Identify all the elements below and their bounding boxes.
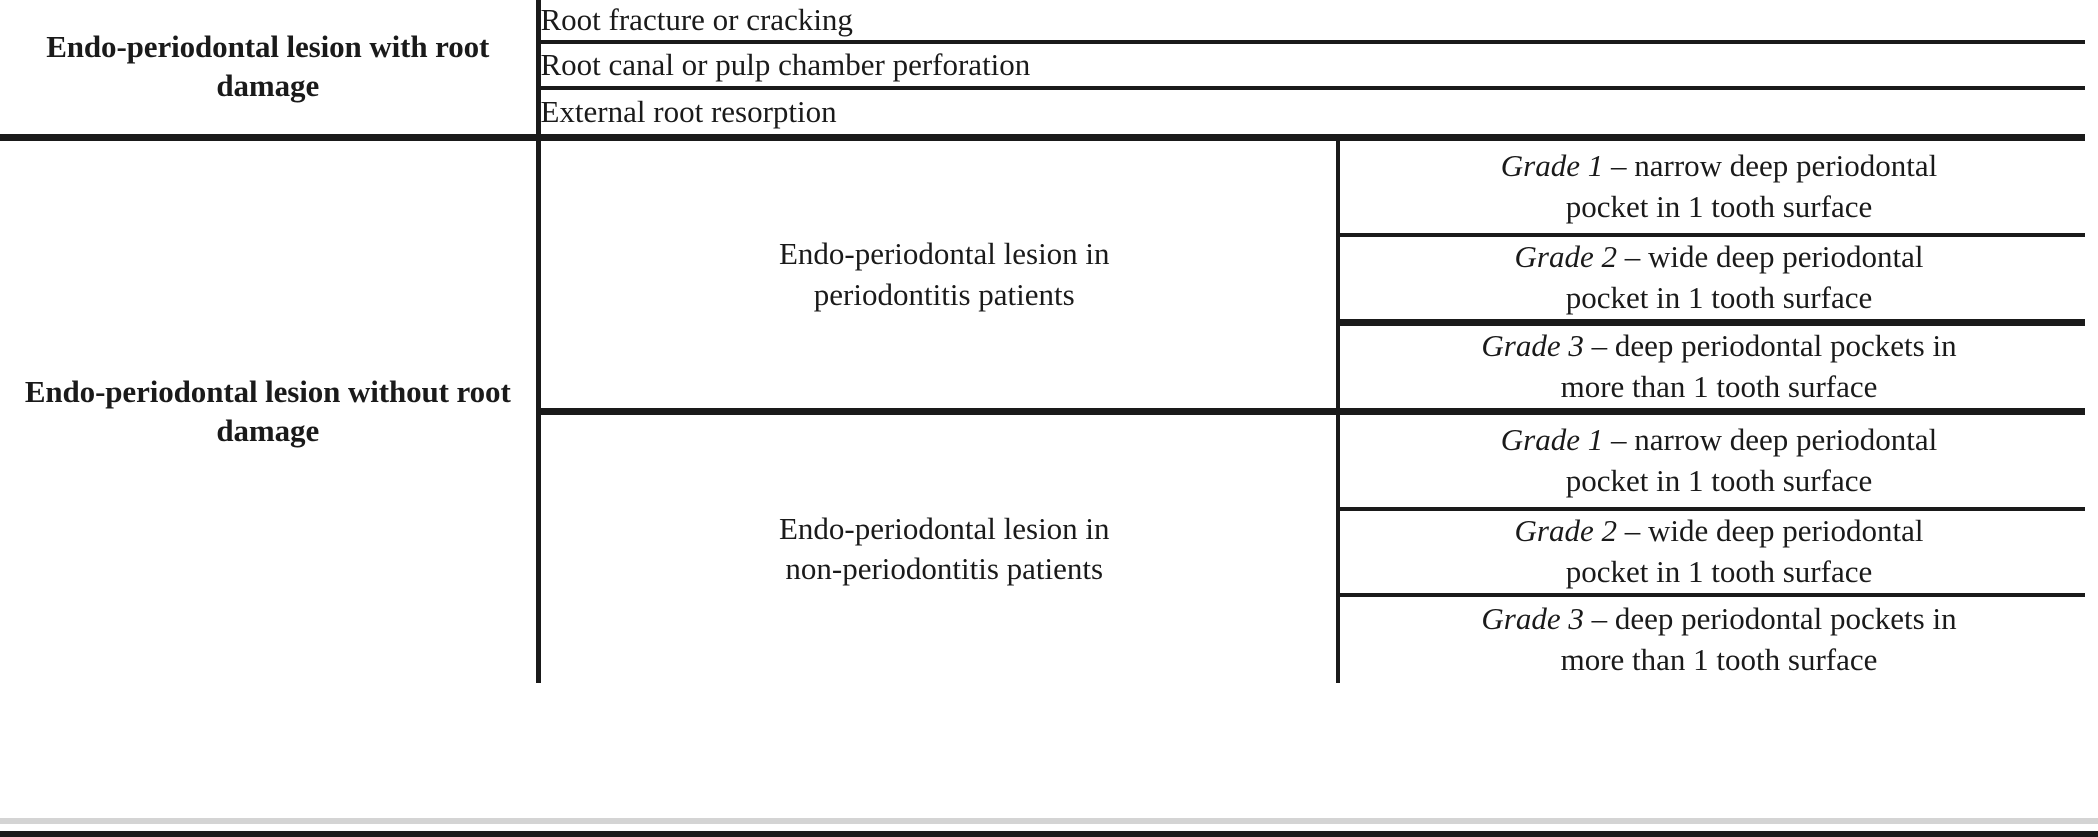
page-footer-zone	[0, 818, 2098, 837]
condition-line-2: periodontitis patients	[813, 276, 1075, 312]
grade-description-line-2: more than 1 tooth surface	[1560, 369, 1878, 405]
grade-cell-non-periodontitis-grade-3: Grade 3 – deep periodontal pockets in mo…	[1336, 594, 2098, 683]
grade-description-line-1: narrow deep periodontal	[1634, 422, 1938, 458]
grade-dash: –	[1603, 148, 1635, 184]
grade-label: Grade 2	[1514, 239, 1617, 275]
grade-dash: –	[1617, 512, 1648, 548]
endo-periodontal-classification-table: Endo-periodontal lesion with root damage…	[0, 0, 2098, 683]
grade-dash: –	[1603, 422, 1635, 458]
condition-line-2: non-periodontitis patients	[785, 550, 1104, 586]
right-edge-margin	[2085, 0, 2098, 818]
grade-cell-non-periodontitis-grade-1: Grade 1 – narrow deep periodontal pocket…	[1336, 411, 2098, 511]
grade-description-line-1: narrow deep periodontal	[1634, 148, 1938, 184]
grade-description-line-2: pocket in 1 tooth surface	[1565, 189, 1873, 225]
footer-grey-strip	[0, 818, 2098, 824]
table-row: Grade 2 – wide deep periodontal pocket i…	[0, 235, 2098, 327]
table-row: Endo-periodontal lesion with root damage…	[0, 0, 2098, 142]
footer-bottom-rule	[0, 831, 2098, 837]
grade-description-line-2: pocket in 1 tooth surface	[1565, 553, 1873, 589]
grade-description-line-1: deep periodontal pockets in	[1614, 600, 1957, 636]
grade-dash: –	[1583, 600, 1615, 636]
condition-periodontitis-patients: Endo-periodontal lesion in periodontitis…	[538, 137, 1338, 415]
grade-label: Grade 3	[1481, 600, 1584, 636]
grade-dash: –	[1617, 239, 1648, 275]
grade-label: Grade 2	[1514, 512, 1617, 548]
table-row: Grade 3 – deep periodontal pockets in mo…	[0, 322, 2098, 415]
condition-external-root-resorption: External root resorption	[538, 88, 2098, 142]
condition-line-1: Endo-periodontal lesion in	[778, 510, 1110, 546]
grade-description-line-2: pocket in 1 tooth surface	[1565, 280, 1873, 316]
grade-label: Grade 3	[1481, 328, 1584, 364]
condition-root-canal-perforation: Root canal or pulp chamber perforation	[538, 42, 2098, 91]
table-row: Endo-periodontal lesion without root dam…	[0, 137, 2098, 683]
table-row: Grade 3 – deep periodontal pockets in mo…	[0, 594, 2098, 683]
category-label-without-root-damage: Endo-periodontal lesion without root dam…	[0, 137, 541, 683]
table-row: Endo-periodontal lesion in non-periodont…	[0, 411, 2098, 683]
grade-description-line-1: wide deep periodontal	[1648, 239, 1924, 275]
category-label-with-root-damage: Endo-periodontal lesion with root damage	[0, 0, 541, 142]
grade-cell-periodontitis-grade-1: Grade 1 – narrow deep periodontal pocket…	[1336, 137, 2098, 238]
condition-non-periodontitis-patients: Endo-periodontal lesion in non-periodont…	[538, 411, 1338, 683]
grade-cell-periodontitis-grade-3: Grade 3 – deep periodontal pockets in mo…	[1336, 322, 2098, 415]
table-row: External root resorption	[0, 88, 2098, 142]
grade-description-line-2: more than 1 tooth surface	[1560, 641, 1878, 677]
grade-description-line-1: deep periodontal pockets in	[1614, 328, 1957, 364]
grade-label: Grade 1	[1500, 422, 1604, 458]
grade-label: Grade 1	[1500, 148, 1604, 184]
grade-dash: –	[1583, 328, 1615, 364]
grade-cell-periodontitis-grade-2: Grade 2 – wide deep periodontal pocket i…	[1336, 235, 2098, 327]
grade-description-line-2: pocket in 1 tooth surface	[1565, 462, 1873, 498]
table-row: Grade 2 – wide deep periodontal pocket i…	[0, 508, 2098, 597]
condition-root-fracture: Root fracture or cracking	[538, 0, 2098, 45]
table-row: Root canal or pulp chamber perforation	[0, 42, 2098, 91]
grade-cell-non-periodontitis-grade-2: Grade 2 – wide deep periodontal pocket i…	[1336, 508, 2098, 597]
grade-description-line-1: wide deep periodontal	[1648, 512, 1924, 548]
condition-line-1: Endo-periodontal lesion in	[778, 236, 1110, 272]
